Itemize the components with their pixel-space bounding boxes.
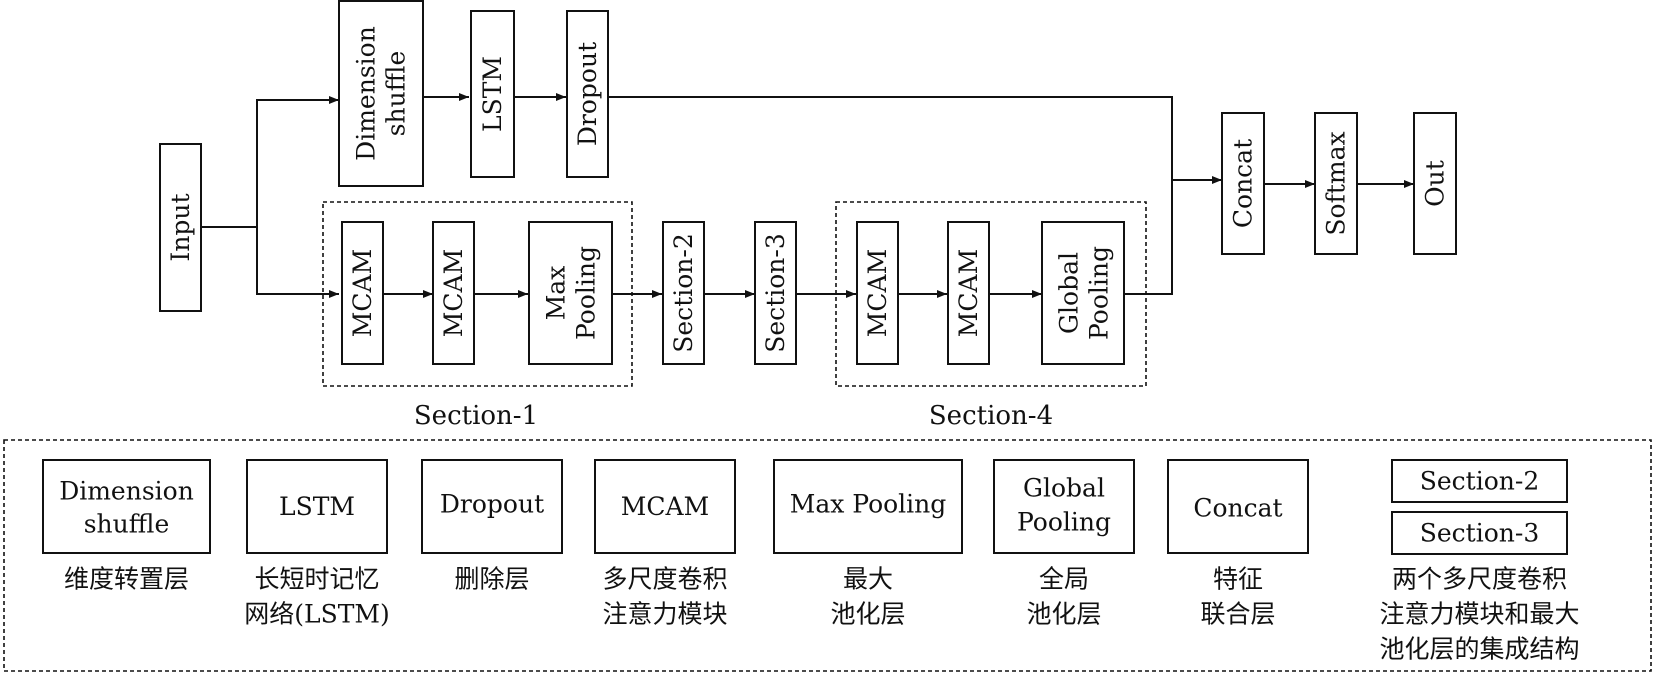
legend-sections-caption-line3: 池化层的集成结构 bbox=[1379, 635, 1579, 664]
legend-item-mcam: MCAM 多尺度卷积 注意力模块 bbox=[594, 459, 736, 629]
dimension-shuffle-label-line1: Dimension bbox=[352, 26, 381, 161]
legend-lstm-caption-line1: 长短时记忆 bbox=[254, 565, 379, 594]
legend-maxpool-caption-line1: 最大 bbox=[843, 565, 893, 594]
legend-globalpool-line2: Pooling bbox=[1017, 508, 1111, 537]
dropout-block: Dropout bbox=[566, 10, 609, 178]
legend-item-lstm: LSTM 长短时记忆 网络(LSTM) bbox=[244, 459, 390, 629]
section4-mcam-a-label: MCAM bbox=[863, 249, 892, 337]
section1-mcam-a-block: MCAM bbox=[341, 221, 384, 365]
legend-sections-caption-line2: 注意力模块和最大 bbox=[1379, 600, 1579, 629]
concat-block: Concat bbox=[1221, 112, 1265, 255]
legend-section2-label: Section-2 bbox=[1420, 467, 1539, 496]
section1-mcam-b-block: MCAM bbox=[432, 221, 475, 365]
legend-item-concat: Concat 特征 联合层 bbox=[1167, 459, 1309, 629]
dropout-label: Dropout bbox=[573, 42, 602, 146]
section4-globalpool-label-line1: Global bbox=[1055, 252, 1084, 334]
legend-mcam-label: MCAM bbox=[621, 492, 709, 521]
section1-mcam-b-label: MCAM bbox=[439, 249, 468, 337]
softmax-label: Softmax bbox=[1322, 131, 1351, 235]
section1-maxpool-block: Max Pooling bbox=[528, 221, 613, 365]
legend-dropout-label: Dropout bbox=[440, 490, 544, 519]
section1-caption: Section-1 bbox=[414, 401, 538, 431]
legend-mcam-caption-line1: 多尺度卷积 bbox=[602, 565, 727, 594]
wire-input-branch bbox=[191, 96, 339, 228]
section1-frame bbox=[322, 201, 633, 387]
out-block: Out bbox=[1413, 112, 1457, 255]
legend-concat-label: Concat bbox=[1193, 494, 1282, 523]
dimension-shuffle-block: Dimension shuffle bbox=[338, 0, 424, 187]
section1-maxpool-label-line1: Max bbox=[542, 266, 571, 321]
legend-concat-caption-line1: 特征 bbox=[1213, 565, 1263, 594]
legend-dropout-caption: 删除层 bbox=[454, 565, 529, 594]
legend-sections-caption-line1: 两个多尺度卷积 bbox=[1392, 565, 1567, 594]
legend-item-sections: Section-2 Section-3 两个多尺度卷积 注意力模块和最大 池化层… bbox=[1379, 459, 1580, 664]
legend-frame bbox=[3, 439, 1652, 672]
section4-globalpool-block: Global Pooling bbox=[1041, 221, 1125, 365]
section3-block: Section-3 bbox=[754, 221, 797, 365]
section4-frame bbox=[835, 201, 1147, 387]
dimension-shuffle-label-line2: shuffle bbox=[382, 51, 411, 137]
section4-caption: Section-4 bbox=[929, 401, 1053, 431]
legend-maxpool-label: Max Pooling bbox=[790, 490, 947, 519]
softmax-block: Softmax bbox=[1314, 112, 1358, 255]
section4-mcam-a-block: MCAM bbox=[856, 221, 899, 365]
input-block: Input bbox=[159, 143, 202, 312]
out-label: Out bbox=[1421, 160, 1450, 207]
legend-dimension-shuffle-line1: Dimension bbox=[59, 477, 194, 506]
wire-input-to-mcam bbox=[256, 227, 339, 298]
section4-mcam-b-label: MCAM bbox=[954, 249, 983, 337]
legend-lstm-label: LSTM bbox=[279, 492, 355, 521]
legend-section3-label: Section-3 bbox=[1420, 519, 1539, 548]
legend-maxpool-caption-line2: 池化层 bbox=[830, 600, 905, 629]
section4-globalpool-label-line2: Pooling bbox=[1085, 246, 1114, 340]
input-label: Input bbox=[166, 193, 195, 261]
concat-label: Concat bbox=[1229, 139, 1258, 228]
legend-item-globalpool: Global Pooling 全局 池化层 bbox=[993, 459, 1135, 629]
legend-lstm-caption-line2: 网络(LSTM) bbox=[244, 600, 390, 629]
legend-globalpool-caption-line2: 池化层 bbox=[1026, 600, 1101, 629]
legend-globalpool-caption-line1: 全局 bbox=[1039, 565, 1089, 594]
section3-label: Section-3 bbox=[761, 233, 790, 352]
legend-item-dropout: Dropout 删除层 bbox=[421, 459, 563, 594]
wire-dropout-concat bbox=[608, 96, 1173, 180]
section2-block: Section-2 bbox=[662, 221, 705, 365]
section1-mcam-a-label: MCAM bbox=[348, 249, 377, 337]
connectors bbox=[191, 93, 1414, 298]
section1-maxpool-label-line2: Pooling bbox=[572, 246, 601, 340]
wire-globalpool-concat bbox=[1124, 180, 1173, 295]
legend-mcam-caption-line2: 注意力模块 bbox=[602, 600, 727, 629]
section2-label: Section-2 bbox=[669, 233, 698, 352]
lstm-block: LSTM bbox=[470, 10, 515, 178]
legend-dimension-shuffle-line2: shuffle bbox=[84, 510, 170, 539]
legend-dimension-shuffle-caption: 维度转置层 bbox=[64, 565, 189, 594]
legend-item-maxpool: Max Pooling 最大 池化层 bbox=[773, 459, 963, 629]
section4-mcam-b-block: MCAM bbox=[947, 221, 990, 365]
legend-item-dimension-shuffle: Dimension shuffle 维度转置层 bbox=[42, 459, 211, 594]
legend-concat-caption-line2: 联合层 bbox=[1200, 600, 1275, 629]
legend-globalpool-line1: Global bbox=[1023, 474, 1105, 503]
lstm-label: LSTM bbox=[478, 56, 507, 132]
